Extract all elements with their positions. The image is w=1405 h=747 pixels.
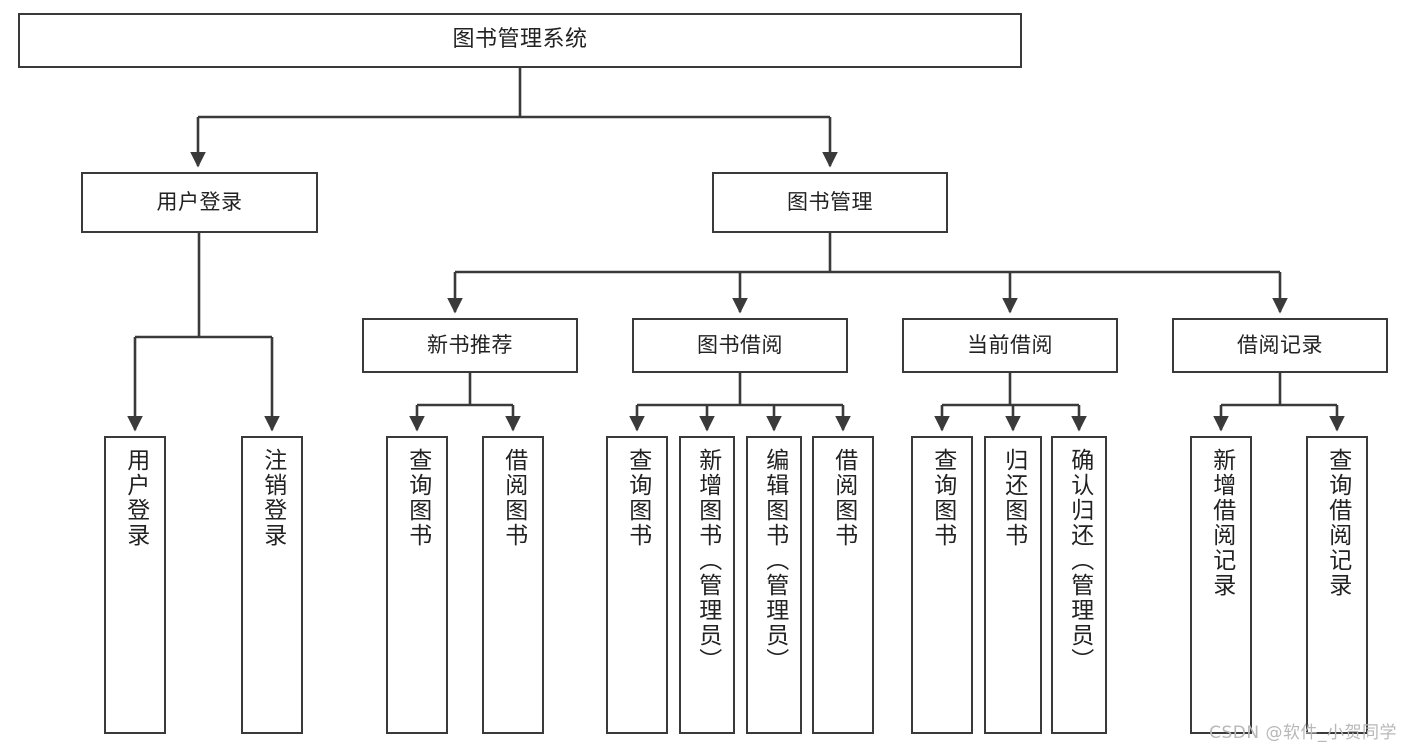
leaf-node-confirm-return-admin[interactable]: 确认归还（管理员）	[1051, 436, 1107, 734]
node-root-label: 图书管理系统	[452, 27, 588, 53]
node-current-borrow-label: 当前借阅	[967, 332, 1053, 357]
leaf-node-borrow-book-rec[interactable]: 借阅图书	[482, 436, 544, 734]
leaf-label: 查询图书	[624, 448, 651, 548]
node-root[interactable]: 图书管理系统	[18, 13, 1022, 68]
leaf-node-edit-book-admin[interactable]: 编辑图书（管理员）	[746, 436, 802, 734]
node-book-manage[interactable]: 图书管理	[712, 172, 948, 233]
leaf-label: 借阅图书	[500, 448, 527, 548]
leaf-node-logout[interactable]: 注销登录	[241, 436, 303, 734]
leaf-node-query-book-current[interactable]: 查询图书	[911, 436, 973, 734]
leaf-node-query-book-rec[interactable]: 查询图书	[386, 436, 448, 734]
node-borrow-record-label: 借阅记录	[1237, 332, 1323, 357]
leaf-node-query-borrow-record[interactable]: 查询借阅记录	[1306, 436, 1368, 734]
leaf-node-add-book-admin[interactable]: 新增图书（管理员）	[679, 436, 735, 734]
leaf-label: 查询借阅记录	[1324, 448, 1351, 598]
leaf-node-add-borrow-record[interactable]: 新增借阅记录	[1190, 436, 1252, 734]
node-user-login[interactable]: 用户登录	[81, 172, 318, 233]
leaf-label: 查询图书	[404, 448, 431, 548]
leaf-node-query-book-borrow[interactable]: 查询图书	[606, 436, 668, 734]
node-new-book-recommend[interactable]: 新书推荐	[362, 318, 578, 373]
leaf-node-borrow-book[interactable]: 借阅图书	[812, 436, 874, 734]
leaf-label: 编辑图书（管理员）	[761, 448, 788, 673]
leaf-label: 归还图书	[1000, 448, 1027, 548]
node-book-borrow-label: 图书借阅	[697, 332, 783, 357]
leaf-label: 新增图书（管理员）	[694, 448, 721, 673]
watermark: CSDN @软件_小贺同学	[1209, 723, 1397, 743]
node-new-book-recommend-label: 新书推荐	[427, 332, 513, 357]
leaf-label: 用户登录	[122, 448, 149, 548]
leaf-label: 确认归还（管理员）	[1066, 448, 1093, 673]
node-borrow-record[interactable]: 借阅记录	[1172, 318, 1388, 373]
node-book-borrow[interactable]: 图书借阅	[632, 318, 848, 373]
leaf-label: 新增借阅记录	[1208, 448, 1235, 598]
leaf-label: 注销登录	[259, 448, 286, 548]
leaf-label: 查询图书	[929, 448, 956, 548]
leaf-label: 借阅图书	[830, 448, 857, 548]
node-book-manage-label: 图书管理	[787, 189, 873, 214]
node-user-login-label: 用户登录	[156, 189, 243, 214]
leaf-node-user-login[interactable]: 用户登录	[104, 436, 166, 734]
node-current-borrow[interactable]: 当前借阅	[902, 318, 1118, 373]
leaf-node-return-book[interactable]: 归还图书	[984, 436, 1042, 734]
